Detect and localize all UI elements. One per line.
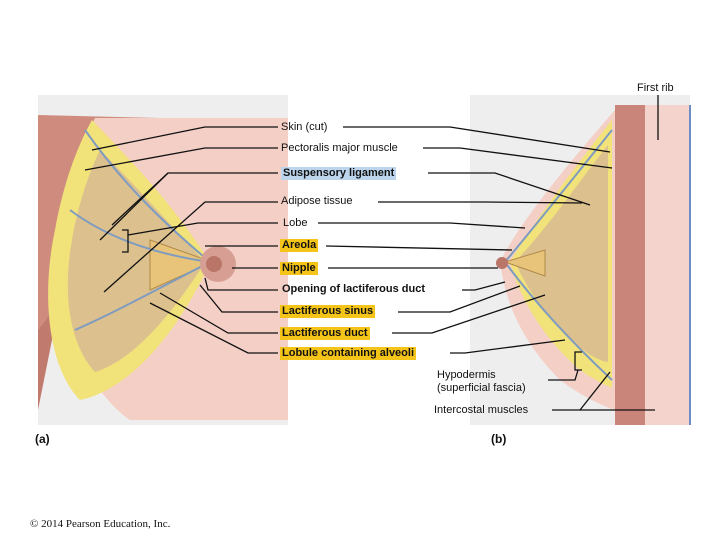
panel-label-b: (b) xyxy=(491,432,506,446)
nipple-a xyxy=(206,256,222,272)
label-skin: Skin (cut) xyxy=(281,121,327,134)
panel-label-a: (a) xyxy=(35,432,50,446)
label-lobe: Lobe xyxy=(283,217,307,230)
label-lactiferous-duct: Lactiferous duct xyxy=(280,327,370,340)
label-pectoralis: Pectoralis major muscle xyxy=(281,142,398,155)
label-first-rib: First rib xyxy=(637,82,674,95)
label-lactiferous-sinus: Lactiferous sinus xyxy=(280,305,375,318)
label-areola: Areola xyxy=(280,239,318,252)
intercostal-column xyxy=(640,105,690,425)
label-suspensory-ligament: Suspensory ligament xyxy=(281,167,396,180)
label-nipple: Nipple xyxy=(280,262,318,275)
pectoralis-muscle-b xyxy=(615,105,645,425)
label-lobule: Lobule containing alveoli xyxy=(280,347,416,360)
label-adipose: Adipose tissue xyxy=(281,195,353,208)
label-intercostal: Intercostal muscles xyxy=(434,404,528,417)
label-hypodermis: Hypodermis xyxy=(437,369,496,382)
copyright-text: © 2014 Pearson Education, Inc. xyxy=(30,518,170,530)
label-opening-lactiferous-duct: Opening of lactiferous duct xyxy=(282,283,425,296)
nipple-b xyxy=(496,257,508,269)
label-superficial-fascia: (superficial fascia) xyxy=(437,382,526,395)
